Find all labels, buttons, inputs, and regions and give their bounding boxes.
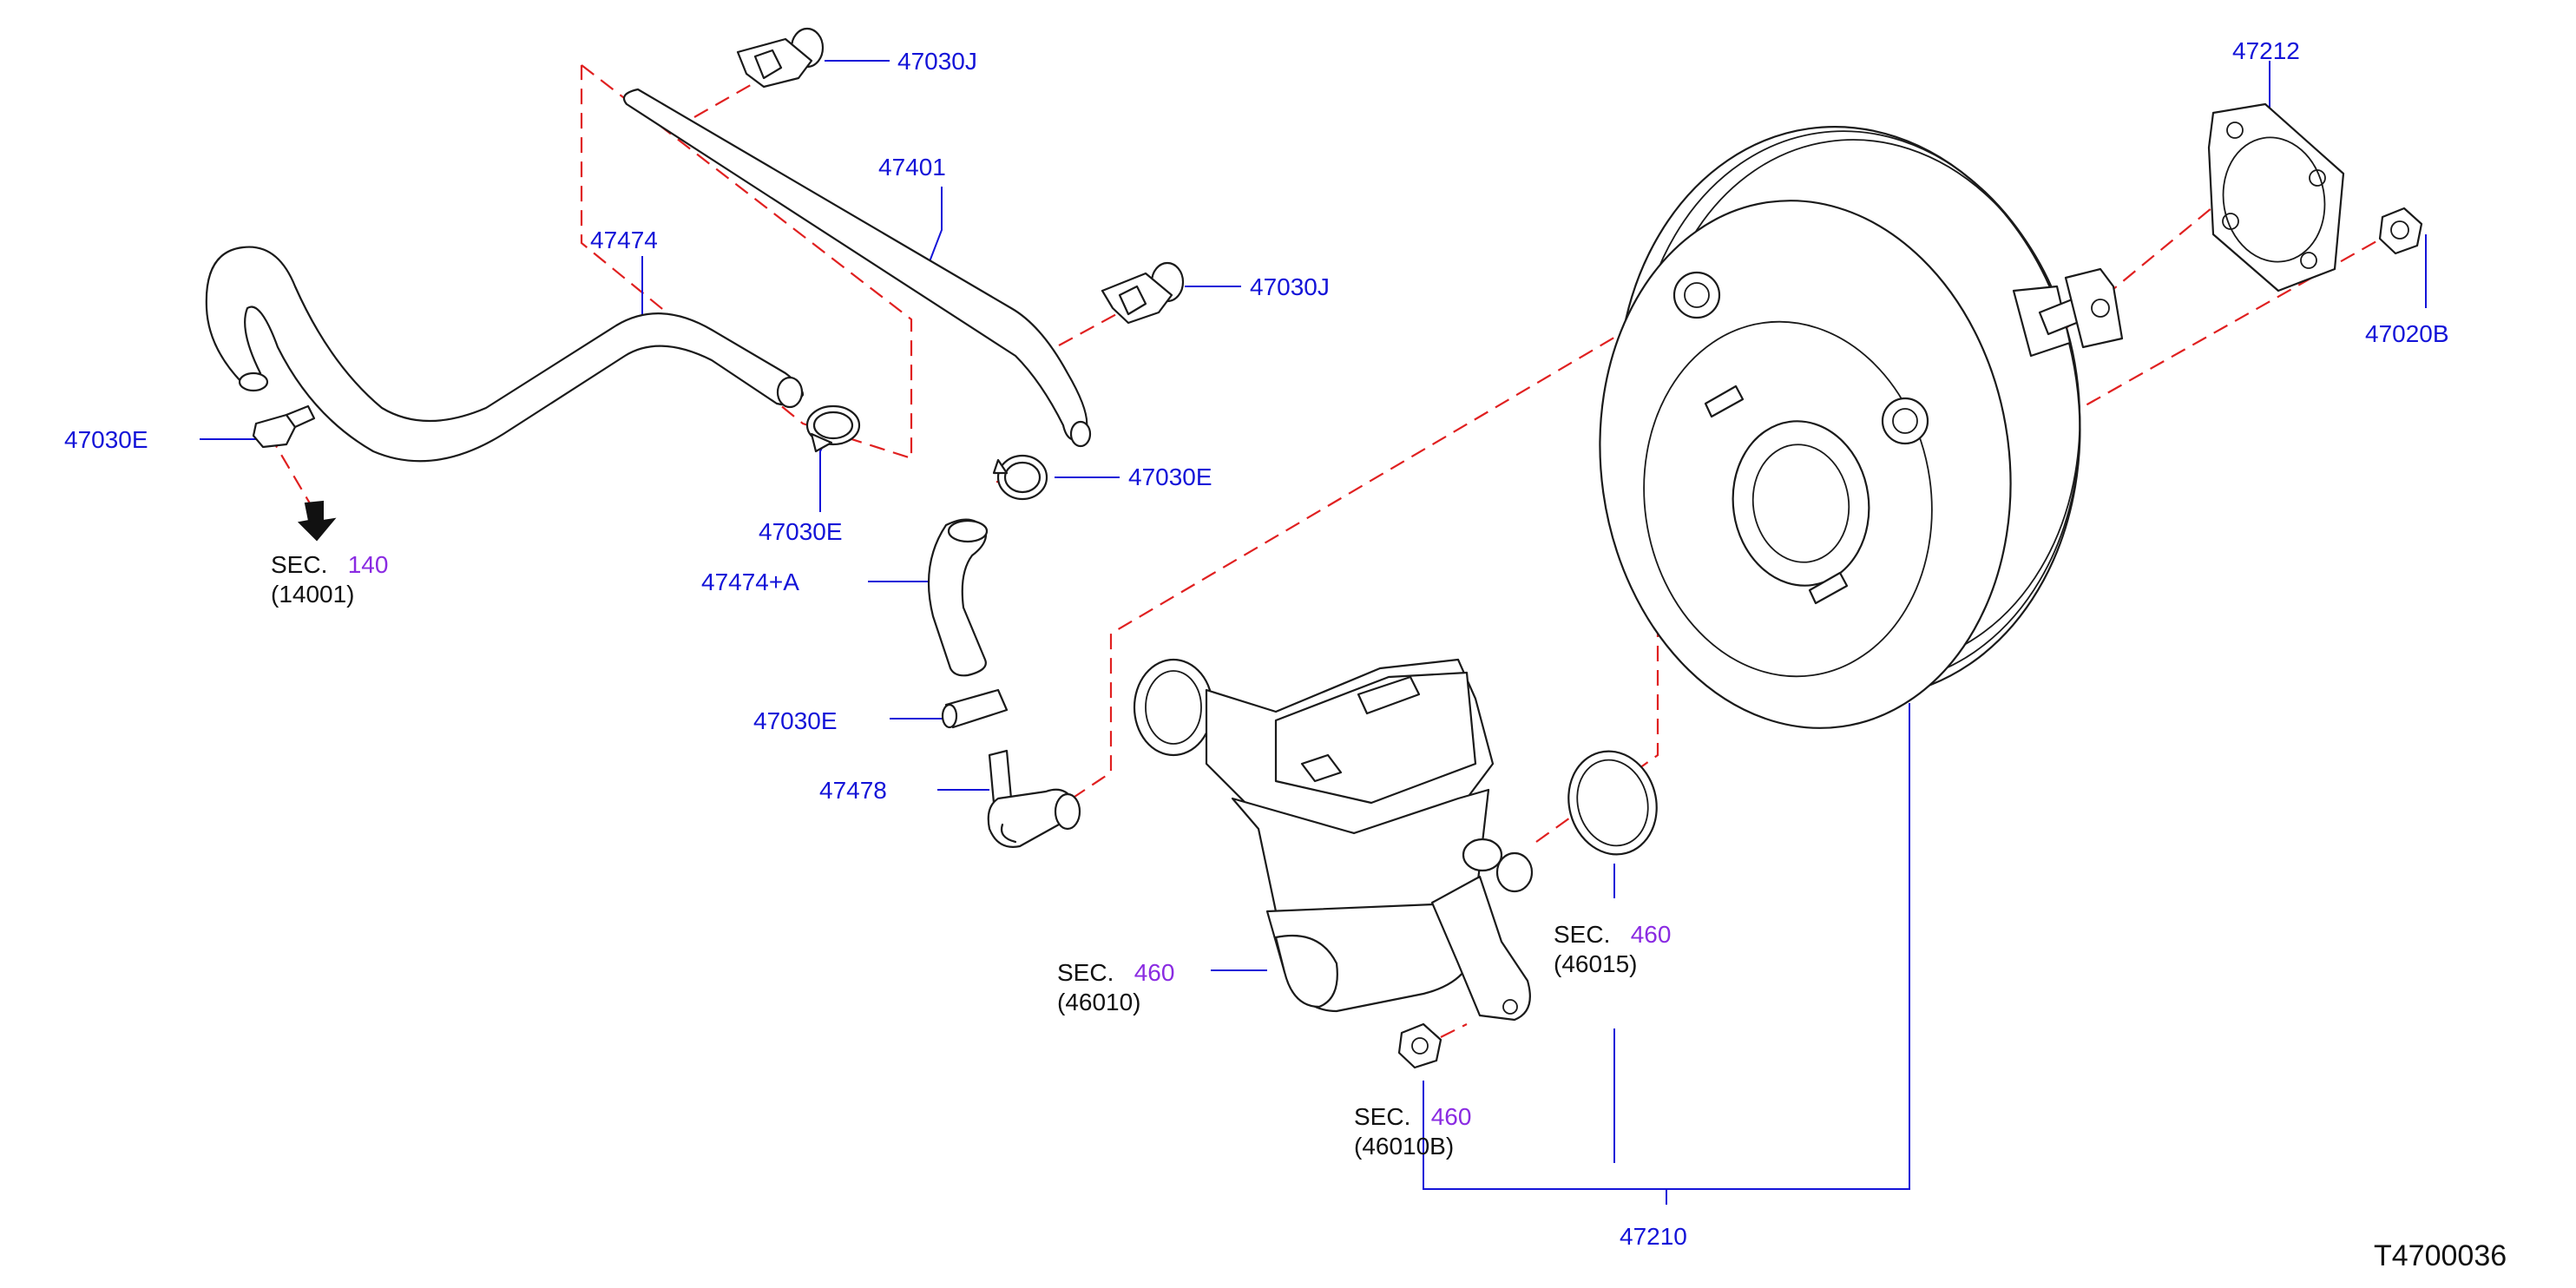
label-47020B: 47020B: [2365, 320, 2449, 347]
clamp-47030E-right: [992, 454, 1048, 501]
section-ref-460-46010: SEC. 460 (46010): [1057, 958, 1174, 1017]
sec-ref: (14001): [271, 581, 355, 608]
section-ref-460-46010B: SEC. 460 (46010B): [1354, 1102, 1471, 1161]
nut-46010B: [1397, 1022, 1442, 1069]
clamp-47030E-mid: [805, 404, 861, 453]
sec-ref: (46015): [1554, 950, 1638, 977]
diagram-code: T4700036: [2374, 1239, 2507, 1272]
sec-ref: (46010): [1057, 989, 1141, 1015]
dashed-clip-right: [1058, 312, 1120, 346]
label-47030E-right: 47030E: [1128, 463, 1212, 490]
sec-prefix: SEC.: [271, 551, 328, 578]
section-ref-460-46015: SEC. 460 (46015): [1554, 920, 1671, 979]
fitting-47478: [987, 749, 1081, 848]
sec-number: 460: [1430, 1103, 1472, 1130]
section-ref-140: SEC. 140 (14001): [271, 550, 388, 609]
label-47030J-right: 47030J: [1250, 273, 1330, 300]
clamp-47030E-low: [941, 688, 1009, 729]
dashed-frame-hose: [580, 64, 913, 460]
label-47030E-low: 47030E: [753, 707, 838, 734]
clip-47030J-top: [736, 27, 825, 89]
hose-47474A: [927, 518, 989, 677]
brake-booster-47210: [1599, 126, 2124, 729]
arrow-to-sec140: [297, 500, 337, 542]
sec-prefix: SEC.: [1354, 1103, 1411, 1130]
label-47210: 47210: [1620, 1223, 1687, 1250]
master-cylinder-reservoir: [1133, 658, 1534, 1022]
label-47030E-left: 47030E: [64, 426, 148, 453]
dashed-clip-top: [693, 82, 756, 118]
label-47030E-mid: 47030E: [759, 518, 843, 545]
hose-47474: [205, 246, 805, 463]
leader-lines: [200, 60, 2427, 1205]
gasket-47212: [2207, 102, 2345, 292]
sec-number: 460: [1134, 959, 1175, 986]
label-47474: 47474: [590, 227, 658, 253]
o-ring-46015: [1567, 750, 1658, 856]
label-47212: 47212: [2232, 37, 2300, 64]
sec-prefix: SEC.: [1057, 959, 1114, 986]
sec-number: 460: [1630, 921, 1672, 948]
sec-ref: (46010B): [1354, 1133, 1455, 1160]
clamp-47030E-left: [252, 404, 316, 449]
label-47030J-top: 47030J: [897, 48, 977, 75]
sec-prefix: SEC.: [1554, 921, 1611, 948]
dashed-nut-bottom: [1440, 1023, 1468, 1038]
dashed-nut: [2065, 225, 2405, 417]
hose-47401: [622, 88, 1092, 448]
label-47401: 47401: [878, 154, 946, 181]
sec-number: 140: [347, 551, 389, 578]
clip-47030J-right: [1101, 261, 1185, 325]
label-47478: 47478: [819, 777, 887, 804]
label-47474A: 47474+A: [701, 568, 799, 595]
nut-47020B: [2378, 207, 2423, 255]
